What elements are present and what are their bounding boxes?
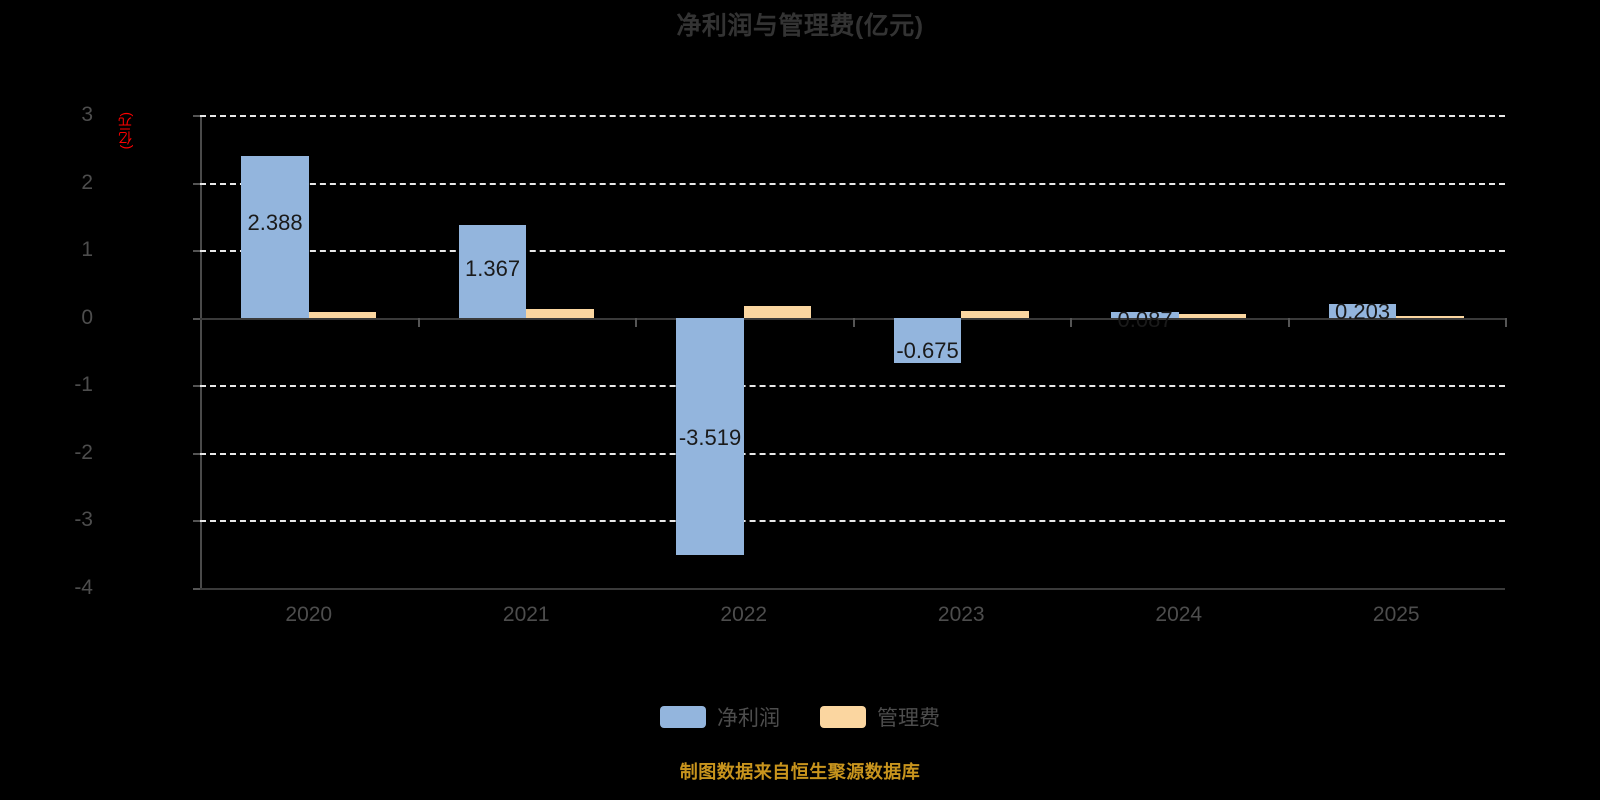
gridline <box>200 250 1505 253</box>
y-tick-mark <box>193 250 200 253</box>
gridline <box>200 452 1505 455</box>
y-tick-mark <box>193 588 200 590</box>
legend-label: 管理费 <box>877 707 940 730</box>
y-tick-mark <box>193 520 200 523</box>
gridline <box>200 520 1505 523</box>
y-tick-label: 3 <box>81 103 93 126</box>
x-tick-label-2023: 2023 <box>937 603 985 626</box>
y-axis-line <box>200 115 202 588</box>
x-tick-mark <box>635 317 637 327</box>
bar-fee-2023[interactable] <box>961 311 1029 318</box>
y-tick-label: -2 <box>74 440 93 464</box>
bar-fee-2020[interactable] <box>308 312 377 318</box>
x-tick-mark <box>417 317 420 327</box>
legend-swatch-icon <box>660 706 706 728</box>
bar-value-label: -3.519 <box>678 424 742 450</box>
legend-swatch-icon <box>820 706 866 728</box>
bar-profit-2021[interactable] <box>458 225 527 318</box>
x-tick-mark <box>1070 317 1072 327</box>
page-title: 净利润与管理费(亿元) <box>676 12 924 40</box>
x-tick-label-2022: 2022 <box>720 603 768 626</box>
bar-profit-2023[interactable] <box>893 317 962 364</box>
gridline <box>200 182 1505 185</box>
x-tick-label-2025: 2025 <box>1372 603 1420 626</box>
y-tick-label: 2 <box>81 170 93 194</box>
x-tick-label-2021: 2021 <box>502 603 550 626</box>
bar-fee-2025[interactable] <box>1396 316 1464 319</box>
bar-fee-2022[interactable] <box>743 305 812 318</box>
x-tick-label-2024: 2024 <box>1155 603 1203 626</box>
y-tick-mark <box>193 385 200 388</box>
y-tick-label: -1 <box>74 373 93 397</box>
source-note: 制图数据来自恒生聚源数据库 <box>679 762 921 782</box>
gridline <box>200 115 1505 117</box>
y-tick-label: 0 <box>81 305 93 329</box>
x-tick-mark <box>852 317 855 327</box>
y-tick-mark <box>193 452 200 455</box>
bar-value-label: 1.367 <box>465 255 521 281</box>
legend-label: 净利润 <box>717 707 780 730</box>
y-tick-label: 1 <box>81 238 93 262</box>
y-tick-label: -4 <box>74 576 93 599</box>
legend-item-管理费[interactable]: 管理费 <box>820 702 940 732</box>
bar-fee-2024[interactable] <box>1178 313 1247 318</box>
y-tick-mark <box>193 115 200 117</box>
bar-profit-2020[interactable] <box>241 156 309 318</box>
y-axis-unit-label: (亿元) <box>117 112 133 150</box>
y-tick-label: -3 <box>74 508 93 532</box>
bar-value-label: 0.087 <box>1117 306 1173 332</box>
gridline <box>200 385 1505 388</box>
chart-legend: 净利润 管理费 <box>0 702 1600 732</box>
legend-item-净利润[interactable]: 净利润 <box>660 702 780 732</box>
bar-fee-2021[interactable] <box>526 308 594 318</box>
bar-profit-2025[interactable] <box>1328 303 1397 318</box>
x-tick-mark <box>1287 317 1290 327</box>
bar-profit-2024[interactable] <box>1111 311 1179 318</box>
y-tick-mark <box>193 317 200 320</box>
x-tick-label-2020: 2020 <box>285 603 333 626</box>
bar-value-label: 0.203 <box>1335 298 1391 324</box>
plot-area: 3 2 1 0 -1 -2 -3 -4 2.388 2020 1.367 2021 -3.519 2022… <box>74 103 1507 626</box>
bar-value-label: -0.675 <box>896 338 959 364</box>
x-tick-mark <box>1505 317 1507 327</box>
bar-value-label: 2.388 <box>247 209 303 235</box>
x-axis-line <box>200 588 1505 590</box>
bar-profit-2022[interactable] <box>676 317 744 556</box>
y-tick-mark <box>193 182 200 185</box>
